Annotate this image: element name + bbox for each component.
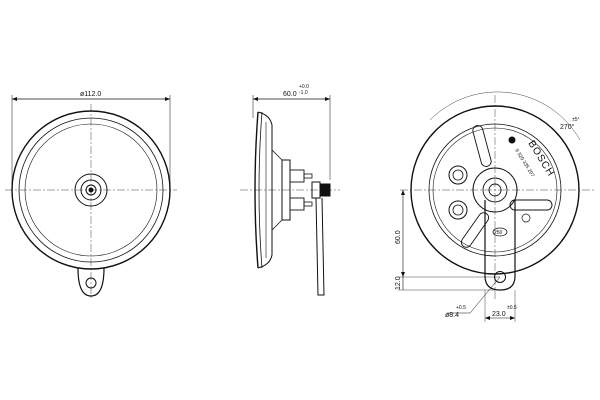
rear-view (398, 91, 595, 322)
depth-label: 60.0 (283, 91, 297, 98)
hole-diameter-label: ø8.4 (445, 312, 459, 319)
hole-diameter-tol: +0.5 (456, 305, 466, 311)
angle-tol: ±5° (572, 117, 580, 123)
depth-tol-lower: -1.0 (299, 90, 308, 96)
bracket-width-tol: ±0.5 (507, 305, 517, 311)
depth-tol-upper: +0.0 (299, 84, 309, 90)
front-view (5, 95, 177, 300)
diameter-label: ø112.0 (80, 91, 101, 98)
bracket-height-label: 60.0 (395, 230, 402, 244)
hole-offset-label: 12.0 (395, 276, 402, 290)
side-view (240, 95, 340, 296)
terminal-label: 250 (494, 230, 503, 236)
bracket-width-label: 23.0 (492, 311, 506, 318)
angle-label: 270° (560, 123, 575, 131)
